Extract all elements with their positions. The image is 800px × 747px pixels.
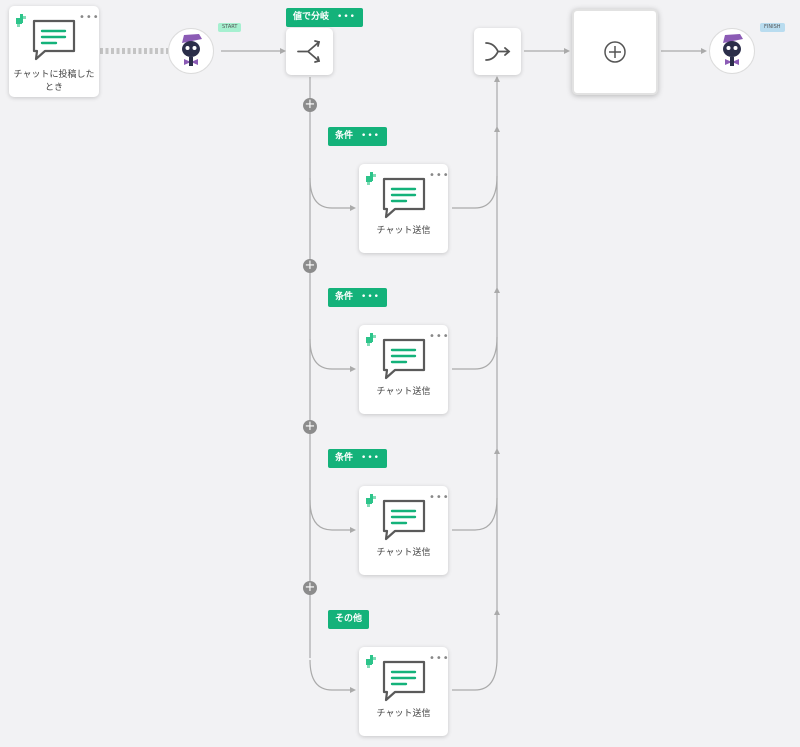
condition-menu-icon[interactable]: ••• bbox=[361, 453, 380, 463]
branch-in-arrow-3 bbox=[350, 527, 356, 533]
action-menu-icon[interactable]: ••• bbox=[429, 331, 450, 342]
action-menu-icon[interactable]: ••• bbox=[429, 492, 450, 503]
chat-bubble-icon bbox=[381, 659, 427, 707]
condition-tag[interactable]: 条件 ••• bbox=[328, 449, 387, 468]
finish-robot bbox=[709, 28, 755, 74]
branch-in-arrow-2 bbox=[350, 366, 356, 372]
merge-arrow-4 bbox=[494, 609, 500, 615]
action-menu-icon[interactable]: ••• bbox=[429, 653, 450, 664]
action-card[interactable]: ••• チャット送信 bbox=[359, 647, 450, 736]
branch-out-2 bbox=[452, 336, 498, 370]
condition-tag[interactable]: 条件 ••• bbox=[328, 127, 387, 146]
branch-in-4 bbox=[309, 659, 351, 691]
add-branch-button[interactable]: + bbox=[303, 580, 317, 595]
branch-in-1 bbox=[309, 177, 351, 209]
else-tag[interactable]: その他 bbox=[328, 610, 370, 629]
start-badge: START bbox=[218, 23, 242, 32]
app-logo-icon bbox=[15, 12, 27, 31]
action-label: チャット送信 bbox=[376, 226, 431, 236]
app-logo-icon bbox=[365, 492, 377, 511]
merge-arrow-1 bbox=[494, 126, 500, 132]
add-step-node[interactable] bbox=[572, 9, 658, 95]
trigger-card[interactable]: ••• チャットに投稿したとき bbox=[9, 6, 99, 97]
chat-bubble-icon bbox=[381, 176, 427, 224]
app-logo-icon bbox=[365, 331, 377, 350]
action-card[interactable]: ••• チャット送信 bbox=[359, 486, 450, 575]
action-label: チャット送信 bbox=[376, 709, 431, 719]
merge-arrow-top bbox=[494, 76, 500, 82]
merge-node[interactable] bbox=[474, 28, 521, 75]
branch-in-2 bbox=[309, 338, 351, 370]
merge-icon bbox=[485, 42, 511, 61]
robot-mascot-icon bbox=[182, 34, 202, 66]
branch-in-arrow-4 bbox=[350, 687, 356, 693]
branch-out-1 bbox=[452, 175, 498, 209]
app-logo-icon bbox=[365, 653, 377, 672]
branch-menu-icon[interactable]: ••• bbox=[337, 12, 356, 22]
start-to-branch-arrow bbox=[280, 48, 286, 54]
trigger-menu-icon[interactable]: ••• bbox=[79, 12, 100, 23]
else-tag-label: その他 bbox=[335, 614, 363, 624]
robot-mascot-icon bbox=[723, 34, 743, 66]
branch-in-arrow-1 bbox=[350, 205, 356, 211]
branch-out-4 bbox=[452, 657, 498, 691]
action-label: チャット送信 bbox=[376, 387, 431, 397]
start-robot bbox=[168, 28, 214, 74]
chat-bubble-icon bbox=[31, 18, 77, 66]
add-branch-button[interactable]: + bbox=[303, 419, 317, 434]
add-branch-button[interactable]: + bbox=[303, 258, 317, 273]
merge-to-add-arrow bbox=[564, 48, 570, 54]
condition-tag-label: 条件 bbox=[335, 292, 354, 302]
action-card[interactable]: ••• チャット送信 bbox=[359, 164, 450, 253]
condition-menu-icon[interactable]: ••• bbox=[361, 292, 380, 302]
branch-node[interactable] bbox=[286, 28, 333, 75]
action-menu-icon[interactable]: ••• bbox=[429, 170, 450, 181]
trigger-label: チャットに投稿したとき bbox=[13, 70, 95, 93]
add-branch-button[interactable]: + bbox=[303, 97, 317, 112]
branch-in-3 bbox=[309, 499, 351, 531]
branch-tag-label: 値で分岐 bbox=[293, 12, 330, 22]
merge-arrow-2 bbox=[494, 287, 500, 293]
action-card[interactable]: ••• チャット送信 bbox=[359, 325, 450, 414]
branch-out-3 bbox=[452, 497, 498, 531]
chat-bubble-icon bbox=[381, 498, 427, 546]
branch-tag[interactable]: 値で分岐 ••• bbox=[286, 8, 363, 27]
split-icon bbox=[297, 40, 321, 63]
add-to-finish-arrow bbox=[701, 48, 707, 54]
condition-tag-label: 条件 bbox=[335, 131, 354, 141]
action-label: チャット送信 bbox=[376, 548, 431, 558]
chat-bubble-icon bbox=[381, 337, 427, 385]
condition-menu-icon[interactable]: ••• bbox=[361, 131, 380, 141]
merge-arrow-3 bbox=[494, 448, 500, 454]
condition-tag-label: 条件 bbox=[335, 453, 354, 463]
plus-circle-icon bbox=[604, 41, 626, 63]
app-logo-icon bbox=[365, 170, 377, 189]
finish-badge: FINISH bbox=[760, 23, 785, 32]
condition-tag[interactable]: 条件 ••• bbox=[328, 288, 387, 307]
